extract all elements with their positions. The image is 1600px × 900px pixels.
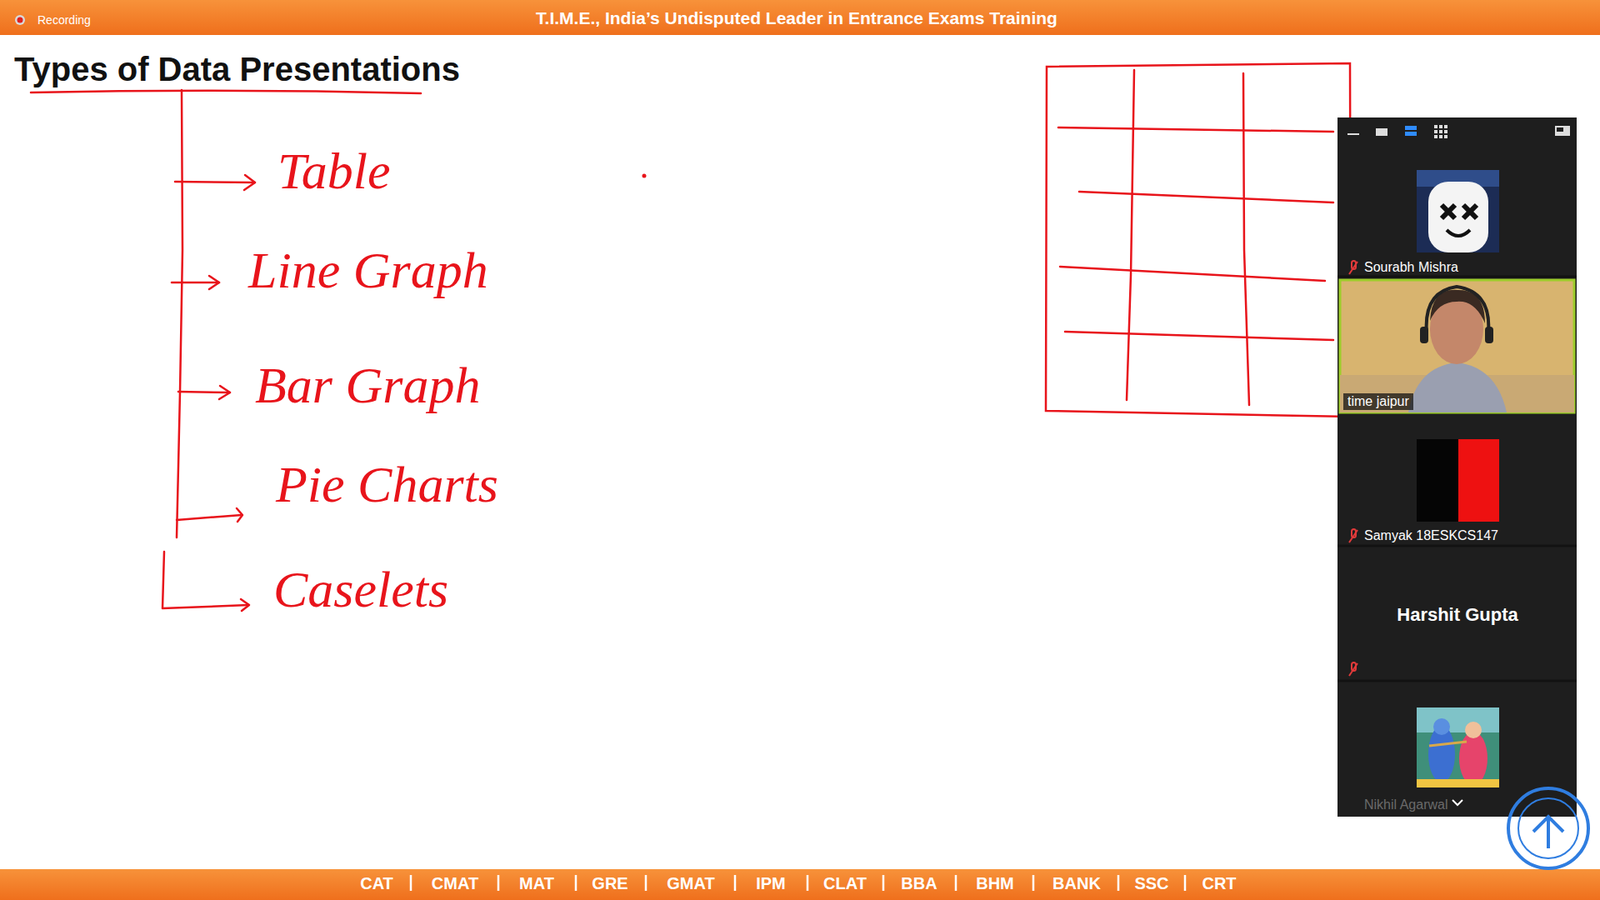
- footer-bar: [0, 869, 1600, 900]
- banner-text: T.I.M.E., India’s Undisputed Leader in E…: [535, 8, 1058, 29]
- muted-mic-icon: [1349, 260, 1358, 676]
- record-dot: [17, 17, 24, 24]
- exam-item: CRT: [1201, 874, 1236, 894]
- exam-item: BANK: [1052, 874, 1101, 894]
- exam-item: SSC: [1134, 874, 1169, 894]
- exam-item: MAT: [519, 874, 555, 894]
- avatar-image: [1416, 170, 1500, 253]
- branch-item: Pie Charts: [275, 455, 499, 515]
- exam-item: CAT: [360, 874, 394, 894]
- participant-name: Harshit Gupta: [1396, 604, 1518, 625]
- slide-title: Types of Data Presentations: [14, 50, 460, 89]
- tree-trunk: [176, 90, 183, 538]
- avatar-image: [1416, 707, 1500, 788]
- exam-item: GMAT: [666, 874, 715, 894]
- participant-name: time jaipur: [1343, 393, 1414, 410]
- exam-item: BBA: [900, 874, 937, 894]
- exam-item: CLAT: [823, 874, 867, 894]
- participant-name: Samyak 18ESKCS147: [1364, 528, 1499, 544]
- video-panel: [1337, 117, 1577, 817]
- exam-item: BHM: [975, 874, 1015, 894]
- hand-tree: [30, 90, 421, 611]
- pen-dot: [642, 174, 647, 179]
- participant-name: Nikhil Agarwal: [1364, 797, 1448, 813]
- avatar-image: [1416, 439, 1500, 522]
- branch-item: Bar Graph: [255, 355, 480, 415]
- branch-item: Caselets: [273, 560, 449, 620]
- record-dot: [15, 15, 25, 25]
- participant-name: Sourabh Mishra: [1364, 260, 1459, 275]
- exam-item: CMAT: [431, 874, 479, 894]
- exam-item: GRE: [591, 874, 628, 894]
- title-underline: [30, 90, 421, 94]
- exam-item: IPM: [755, 874, 786, 894]
- branch-item: Table: [277, 141, 391, 201]
- header-bar: [0, 0, 1600, 35]
- panel-toolbar: [1347, 125, 1570, 139]
- scroll-chevron: [1452, 800, 1463, 805]
- scroll-icon: [1508, 788, 1589, 869]
- recording-label: Recording: [37, 13, 91, 27]
- table-sketch: [1045, 63, 1351, 417]
- branch-item: Line Graph: [248, 240, 489, 300]
- video-feed: [1340, 280, 1575, 413]
- tile-separators: [1337, 276, 1577, 681]
